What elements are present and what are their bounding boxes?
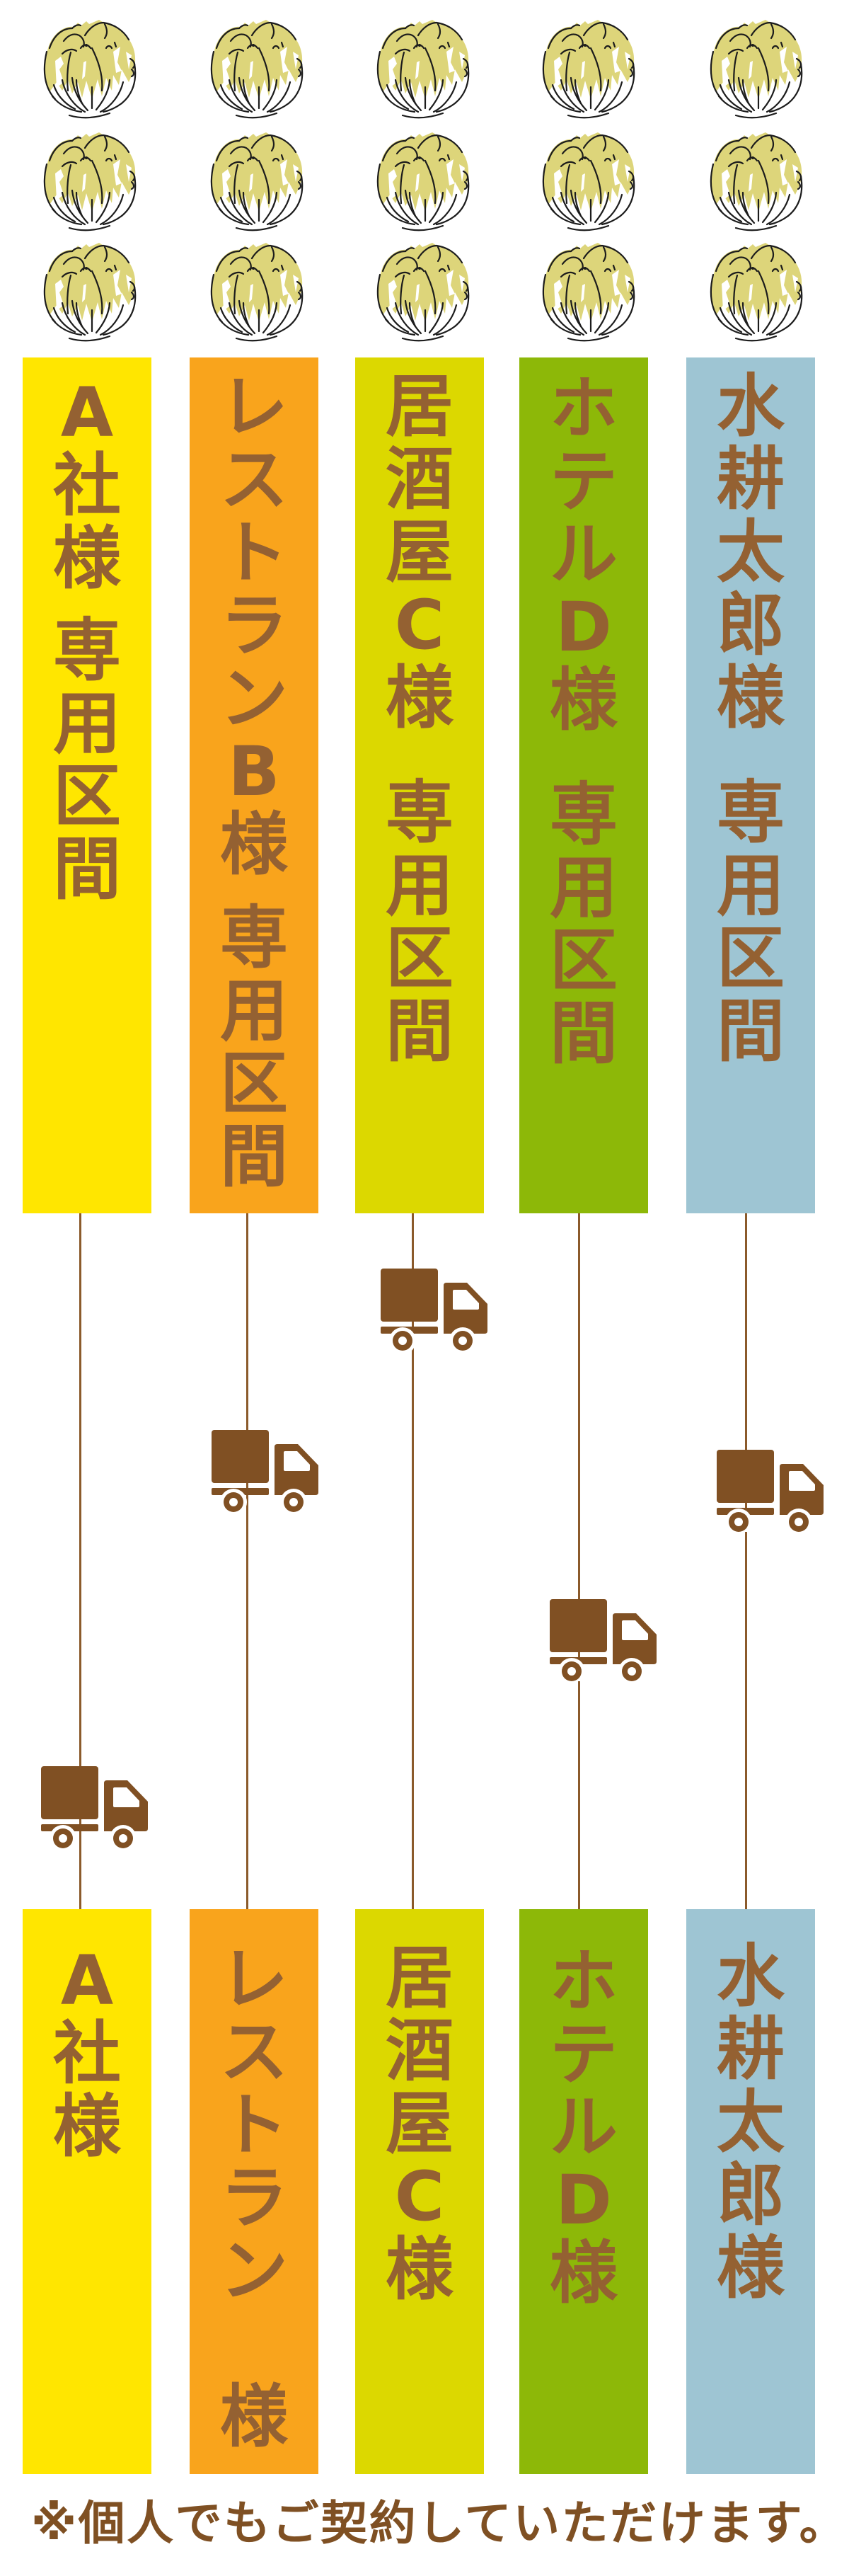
dedicated-section-label: 専用区間	[220, 898, 288, 1196]
footer-note: ※個人でもご契約していただけます。	[31, 2496, 848, 2551]
dedicated-section-label: 専用区間	[550, 775, 618, 1073]
route-line-b	[246, 1213, 248, 1909]
chinese-cabbage-icon	[42, 132, 139, 231]
customer-name: A社様	[53, 1941, 121, 2166]
chinese-cabbage-icon	[541, 20, 638, 119]
delivery-truck-icon	[550, 1599, 657, 1681]
customer-name: レストラン	[220, 1940, 288, 2311]
chinese-cabbage-icon	[209, 132, 306, 231]
customer-name: ホテルD様	[550, 1942, 618, 2313]
chinese-cabbage-icon	[42, 243, 139, 342]
customer-bar-e: 水耕太郎様	[686, 1909, 815, 2474]
customer-name: 水耕太郎様	[717, 1937, 785, 2308]
chinese-cabbage-icon	[541, 132, 638, 231]
dedicated-section-label: 専用区間	[717, 773, 785, 1071]
customer-name: 居酒屋C様	[386, 367, 454, 738]
delivery-truck-icon	[41, 1766, 148, 1848]
delivery-truck-icon	[717, 1450, 824, 1532]
customer-bar-a: A社様	[23, 1909, 151, 2474]
chinese-cabbage-icon	[209, 20, 306, 119]
chinese-cabbage-icon	[376, 132, 473, 231]
chinese-cabbage-icon	[541, 243, 638, 342]
delivery-truck-icon	[381, 1269, 487, 1351]
dedicated-section-bar-c: 居酒屋C様 専用区間	[355, 357, 484, 1213]
customer-bar-d: ホテルD様	[519, 1909, 648, 2474]
dedicated-section-bar-e: 水耕太郎様 専用区間	[686, 357, 815, 1213]
dedicated-section-label: 専用区間	[53, 611, 121, 909]
route-line-a	[79, 1213, 81, 1909]
delivery-truck-icon	[212, 1430, 318, 1512]
chinese-cabbage-icon	[709, 20, 806, 119]
chinese-cabbage-icon	[209, 243, 306, 342]
customer-name: A社様	[53, 373, 121, 598]
customer-bar-b: レストラン 様	[190, 1909, 318, 2474]
customer-name: ホテルD様	[550, 369, 618, 740]
dedicated-section-label: 専用区間	[386, 773, 454, 1071]
customer-honorific: 様	[220, 2377, 288, 2456]
route-line-e	[744, 1213, 747, 1909]
route-line-c	[411, 1213, 414, 1909]
dedicated-section-bar-a: A社様 専用区間	[23, 357, 151, 1213]
chinese-cabbage-icon	[376, 20, 473, 119]
chinese-cabbage-icon	[709, 132, 806, 231]
dedicated-section-bar-b: レストランB様 専用区間	[190, 357, 318, 1213]
customer-name: レストランB様	[220, 367, 288, 884]
customer-name: 居酒屋C様	[386, 1938, 454, 2309]
dedicated-section-bar-d: ホテルD様 専用区間	[519, 357, 648, 1213]
chinese-cabbage-icon	[376, 243, 473, 342]
chinese-cabbage-icon	[42, 20, 139, 119]
chinese-cabbage-icon	[709, 243, 806, 342]
customer-name: 水耕太郎様	[717, 367, 785, 738]
route-line-d	[577, 1213, 580, 1909]
customer-bar-c: 居酒屋C様	[355, 1909, 484, 2474]
